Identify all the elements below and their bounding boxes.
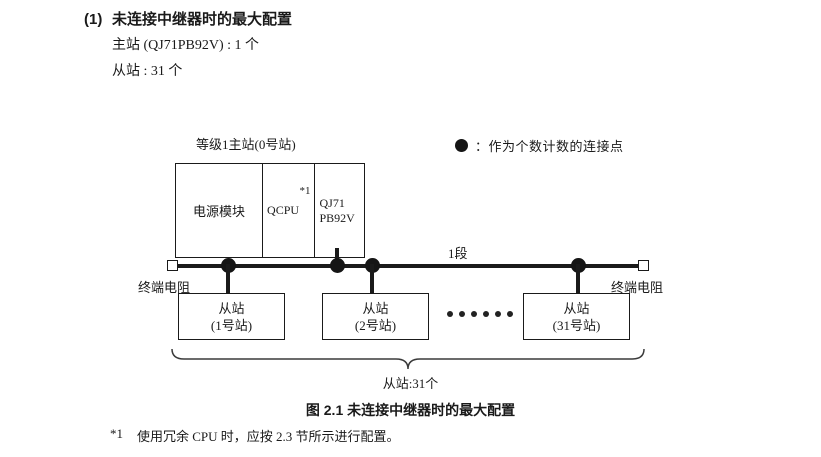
drop-line-slave-1 (226, 264, 230, 294)
terminating-resistor-left-icon (167, 260, 178, 271)
module-power-supply: 电源模块 (176, 164, 264, 257)
footnote: *1 使用冗余 CPU 时，应按 2.3 节所示进行配置。 (110, 426, 400, 445)
slave-station-label: 从站 (218, 300, 245, 316)
slave-station-box: 从站 (1号站) (178, 293, 285, 340)
bus-trunk-line (172, 263, 643, 268)
module-qj71pb92v-label: QJ71 PB92V (320, 196, 355, 226)
slave-station-box: 从站 (2号站) (322, 293, 429, 340)
segment-label: 1段 (448, 246, 468, 261)
ellipsis-dots (447, 311, 513, 317)
footnote-text: 使用冗余 CPU 时，应按 2.3 节所示进行配置。 (137, 429, 400, 444)
drop-line-master (335, 248, 339, 266)
ellipsis-dot (483, 311, 489, 317)
page-title: 未连接中继器时的最大配置 (112, 11, 293, 28)
slave-station-number: (2号站) (354, 317, 397, 333)
slave-station-number: (1号站) (210, 317, 253, 333)
legend-label: ：作为个数计数的连接点 (475, 139, 624, 154)
filled-circle-icon (455, 139, 468, 152)
legend: ：作为个数计数的连接点 (455, 136, 624, 155)
slave-station-number: (31号站) (552, 317, 601, 333)
ellipsis-dot (507, 311, 513, 317)
slave-station-box: 从站 (31号站) (523, 293, 630, 340)
slave-station-label: 从站 (362, 300, 389, 316)
module-qcpu: QCPU *1 (263, 164, 315, 257)
connection-point-dot (330, 258, 345, 273)
figure-caption: 图 2.1 未连接中继器时的最大配置 (305, 402, 516, 418)
module-qj71pb92v-label-line2: PB92V (319, 210, 355, 225)
slave-station-label: 从站 (563, 300, 590, 316)
slave-total-label: 从站:31个 (382, 376, 439, 391)
terminating-resistor-right-icon (638, 260, 649, 271)
ellipsis-dot (447, 311, 453, 317)
drop-line-slave-2 (370, 264, 374, 294)
drop-line-slave-3 (576, 264, 580, 294)
module-qcpu-label: QCPU (267, 203, 300, 217)
master-station-box: 电源模块 QCPU *1 QJ71 PB92V (175, 163, 365, 258)
heading-number: (1) (84, 11, 103, 28)
ellipsis-dot (471, 311, 477, 317)
ellipsis-dot (495, 311, 501, 317)
module-qj71pb92v-label-line1: QJ71 (319, 195, 345, 210)
slave-group-brace (171, 348, 645, 370)
spec-slave-count: 从站 : 31 个 (112, 64, 183, 79)
footnote-marker: *1 (110, 426, 123, 441)
module-qcpu-footnote-marker: *1 (299, 185, 311, 197)
module-qj71pb92v: QJ71 PB92V (315, 164, 365, 257)
ellipsis-dot (459, 311, 465, 317)
module-power-supply-label: 电源模块 (193, 204, 246, 219)
terminating-resistor-left-label: 终端电阻 (138, 280, 191, 295)
master-station-caption: 等级1主站(0号站) (196, 137, 296, 152)
spec-master-count: 主站 (QJ71PB92V) : 1 个 (112, 38, 260, 53)
terminating-resistor-right-label: 终端电阻 (611, 280, 664, 295)
